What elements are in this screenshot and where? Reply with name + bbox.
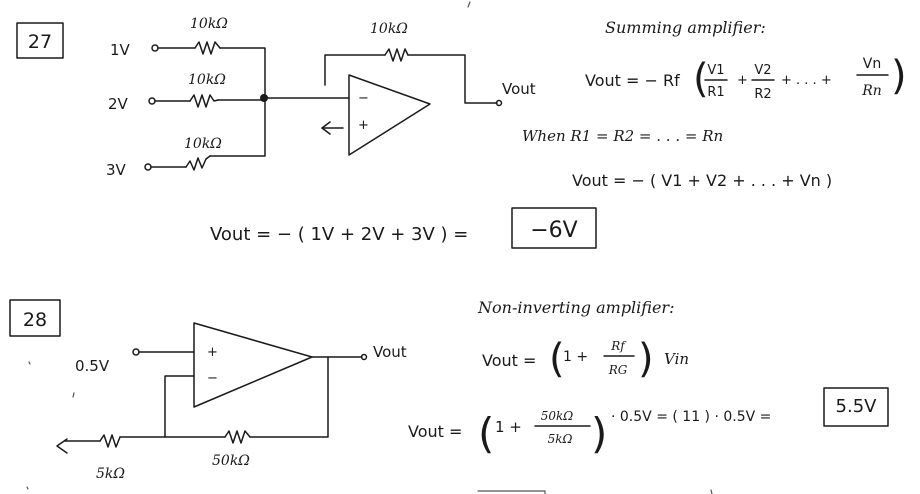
paren-right: ) — [891, 53, 907, 99]
condition-text: When R1 = R2 = . . . = Rn — [522, 127, 723, 145]
paren-left: ( — [693, 56, 709, 102]
opamp-noninverting-sign: + — [207, 345, 218, 360]
answer-value: −6V — [530, 218, 577, 243]
term2-denominator: R2 — [754, 87, 771, 102]
ratio-denominator: 5kΩ — [548, 432, 573, 446]
input-label-1: 1V — [110, 41, 131, 59]
resistor-label-r3: 10kΩ — [184, 136, 222, 152]
opamp-triangle — [193, 322, 313, 408]
summing-amplifier-schematic: 1V 2V 3V 10kΩ 10kΩ 10kΩ 10kΩ — [106, 16, 536, 179]
problem-number-box — [9, 299, 61, 337]
circuit-wires — [144, 44, 503, 171]
answer-value: 5.5V — [836, 396, 878, 417]
plus-sign: + — [737, 73, 748, 88]
opamp-triangle — [348, 74, 431, 156]
ratio-numerator: Rf — [610, 339, 627, 353]
answer-box — [823, 387, 889, 427]
paren-right: ) — [638, 336, 654, 382]
input-label: 0.5V — [75, 357, 110, 375]
feedback-resistor-label: 10kΩ — [370, 21, 408, 37]
resistor-label-r2: 10kΩ — [188, 72, 226, 88]
problem-28: 28 0.5V + − Vout 5kΩ 50k — [9, 298, 889, 482]
ratio-numerator: 50kΩ — [541, 409, 574, 423]
circuit-wires — [56, 348, 368, 454]
formula-lhs: Vout = — [482, 351, 536, 370]
termn-denominator: Rn — [861, 83, 882, 99]
paren-right: ) — [591, 409, 607, 458]
output-label: Vout — [373, 343, 407, 361]
ground-resistor-label: 5kΩ — [96, 466, 125, 482]
input-label-2: 2V — [108, 95, 129, 113]
opamp-inverting-sign: − — [207, 371, 218, 386]
problem-27-calculation: Vout = − ( 1V + 2V + 3V ) = −6V — [210, 207, 597, 249]
noninverting-amplifier-schematic: 0.5V + − Vout 5kΩ 50kΩ — [56, 322, 407, 482]
summing-amplifier-formula: Summing amplifier: Vout = − Rf ( V1 R1 +… — [522, 18, 907, 190]
answer-box — [511, 207, 597, 249]
calculation-rest: · 0.5V = ( 11 ) · 0.5V = — [611, 409, 771, 425]
simplified-formula: Vout = − ( V1 + V2 + . . . + Vn ) — [572, 171, 832, 190]
stray-pen-marks — [26, 1, 713, 494]
problem-number: 28 — [23, 309, 47, 331]
calculation-line: Vout = − ( 1V + 2V + 3V ) = — [210, 224, 468, 245]
feedback-resistor-label: 50kΩ — [212, 453, 250, 469]
resistor-symbols — [99, 430, 251, 448]
ellipsis-terms: + . . . + — [781, 73, 832, 88]
termn-numerator: Vn — [863, 56, 881, 72]
problem-27: 27 1V 2V 3V 10kΩ 10kΩ 10kΩ 10kΩ — [16, 16, 907, 249]
input-label-3: 3V — [106, 161, 127, 179]
paren-left: ( — [478, 409, 494, 458]
problem-28-calculation: Vout = ( 1 + 50kΩ 5kΩ ) · 0.5V = ( 11 ) … — [408, 387, 889, 458]
summing-node — [260, 94, 268, 102]
opamp-noninverting-sign: + — [358, 118, 369, 133]
formula-lhs: Vout = − Rf — [585, 71, 680, 90]
one-plus: 1 + — [495, 418, 522, 436]
problem-number: 27 — [28, 31, 52, 53]
formula-rhs: Vin — [664, 350, 689, 368]
resistor-label-r1: 10kΩ — [190, 16, 228, 32]
one-plus: 1 + — [563, 349, 588, 365]
noninverting-amplifier-formula: Non-inverting amplifier: Vout = ( 1 + Rf… — [477, 298, 689, 382]
formula-title: Non-inverting amplifier: — [477, 298, 674, 317]
problem-number-box — [16, 22, 64, 59]
term2-numerator: V2 — [754, 63, 771, 78]
term1-denominator: R1 — [707, 85, 724, 100]
output-label: Vout — [502, 80, 536, 98]
paren-left: ( — [549, 336, 565, 382]
ratio-denominator: RG — [608, 363, 628, 377]
term1-numerator: V1 — [707, 63, 724, 78]
resistor-symbols — [185, 41, 409, 171]
opamp-inverting-sign: − — [358, 91, 369, 106]
formula-title: Summing amplifier: — [605, 18, 766, 37]
calculation-lhs: Vout = — [408, 422, 462, 441]
